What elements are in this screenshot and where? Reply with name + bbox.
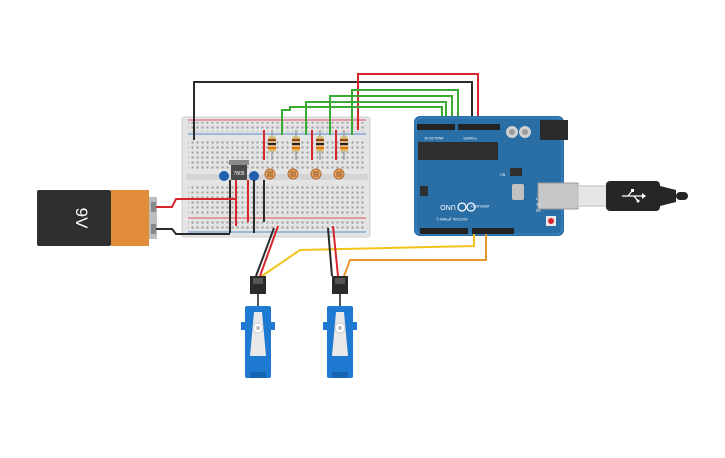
wires-battery[interactable]: [156, 198, 236, 235]
voltage-regulator[interactable]: 7805: [229, 160, 249, 180]
power-jack: [540, 120, 568, 140]
usb-port: [537, 182, 579, 210]
arduino-model: UNO: [440, 203, 456, 210]
header-digital-1: [420, 228, 468, 234]
photoresistors[interactable]: [264, 168, 345, 180]
wires-breadboard[interactable]: [229, 180, 265, 233]
ldr-4: [333, 168, 345, 180]
on-label: ON: [500, 173, 506, 177]
regulator-label: 7805: [233, 171, 244, 177]
wires-top[interactable]: [193, 73, 479, 140]
capacitors[interactable]: [219, 171, 259, 181]
resistor-3: [316, 130, 324, 160]
resistor-2: [292, 130, 300, 160]
arduino-brand: ARDUINO: [471, 204, 489, 209]
rx-label: RX: [536, 209, 542, 213]
servo-motor-2[interactable]: [323, 276, 357, 378]
resistor-4: [340, 130, 348, 160]
wires-servo[interactable]: [255, 225, 487, 277]
resistor-1: [268, 130, 276, 160]
tx-label: TX: [536, 203, 541, 207]
analog-label: ANALOG IN: [424, 136, 444, 140]
ldr-1: [264, 168, 276, 180]
ldr-2: [287, 168, 299, 180]
servo-motor-1[interactable]: [241, 276, 275, 378]
header-analog: [417, 124, 455, 130]
l-label: L: [536, 197, 538, 201]
arduino-uno[interactable]: UNO ARDUINO DIGITAL (PWM~) ANALOG IN POW…: [414, 116, 579, 236]
digital-label: DIGITAL (PWM~): [436, 217, 468, 222]
usb-symbol-icon: [622, 189, 646, 203]
microcontroller-chip: [418, 142, 498, 160]
ldr-3: [310, 168, 322, 180]
usb-cable[interactable]: [577, 181, 688, 211]
battery-label: 9V: [72, 208, 91, 229]
arduino-logo: [457, 202, 476, 212]
resistors[interactable]: [263, 130, 348, 160]
power-label: POWER: [463, 136, 477, 140]
battery-9v[interactable]: 9V: [37, 190, 157, 246]
header-digital-2: [472, 228, 514, 234]
header-power: [458, 124, 500, 130]
